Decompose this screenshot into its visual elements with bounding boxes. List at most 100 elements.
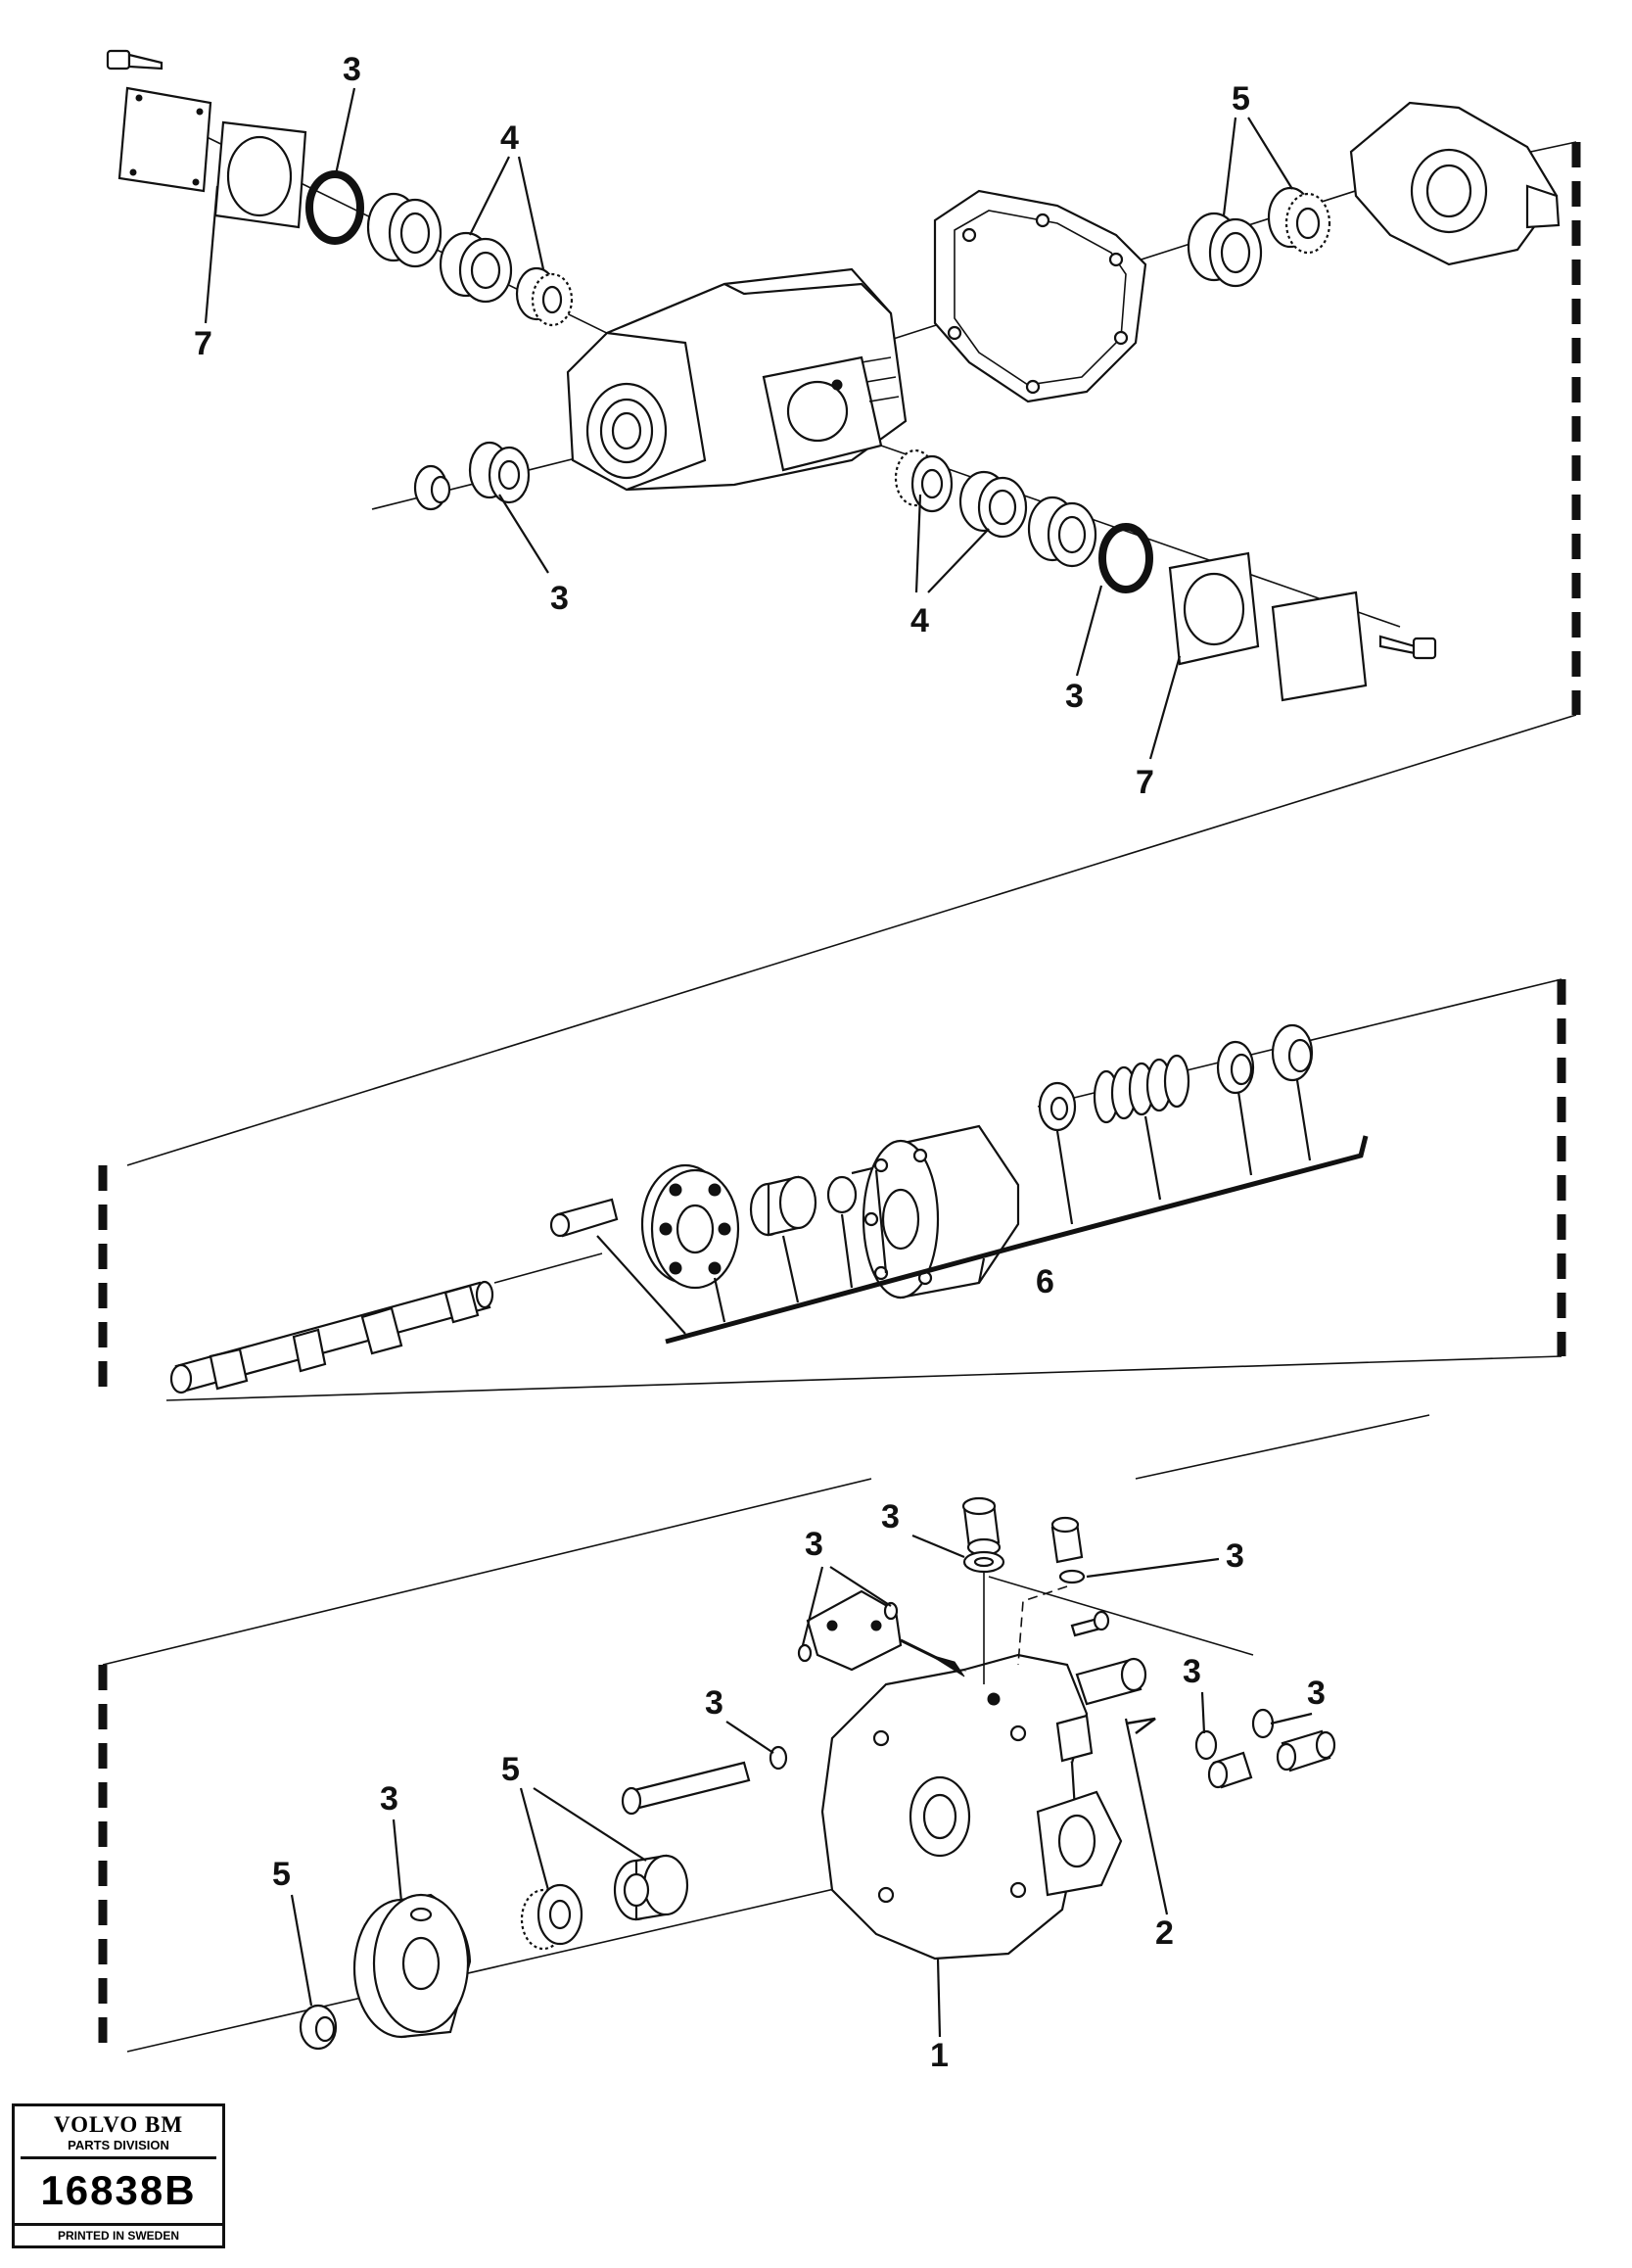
thrust-plate-3 <box>352 1893 472 2039</box>
callout-3: 3 <box>343 51 361 88</box>
leader-top-5b <box>1247 117 1293 190</box>
tick-6b <box>713 1277 726 1323</box>
callout-3: 3 <box>1307 1675 1326 1712</box>
o-ring-left <box>305 170 364 245</box>
spring <box>1093 1054 1190 1124</box>
o-ring-right-b <box>1251 1708 1275 1739</box>
leader-top-7-left <box>204 185 219 324</box>
bearing-cup-lower-right <box>1027 496 1097 568</box>
callout-3: 3 <box>705 1684 723 1722</box>
tick-6h <box>1143 1115 1162 1201</box>
bolt-top-left <box>106 49 163 71</box>
assembly-arrow-shaft <box>900 1638 956 1669</box>
callout-7: 7 <box>194 325 212 362</box>
drawing-number: 16838B <box>40 2167 197 2213</box>
leader-bot-5b <box>533 1787 647 1862</box>
callout-2: 2 <box>1155 1914 1174 1952</box>
end-cap-top-right <box>1349 101 1561 266</box>
plug-right-b <box>1276 1729 1336 1772</box>
bearing-lower-left <box>468 441 531 504</box>
o-ring-pin <box>769 1745 788 1771</box>
washer-plug-right <box>1058 1569 1086 1584</box>
plug-top <box>961 1496 1002 1557</box>
callout-5: 5 <box>501 1751 520 1788</box>
leader-top-4a <box>469 156 510 236</box>
bearing-race-4-lower <box>958 470 1028 539</box>
tick-6i <box>1236 1091 1253 1176</box>
end-cover-assembly: 3 3 3 3 3 3 3 5 5 2 1 <box>98 1414 1430 2074</box>
tick-6e <box>874 1169 888 1274</box>
axis-line-mid-shaft <box>493 1252 603 1284</box>
leader-bot-3e <box>1200 1691 1206 1734</box>
screw-small <box>1070 1610 1110 1637</box>
housing-gasket-large <box>933 189 1147 403</box>
bearing-cup-left <box>366 192 443 268</box>
leader-bot-5a <box>519 1787 550 1891</box>
leader-top-3-lower <box>498 494 549 574</box>
top-assembly: 3 4 5 7 3 4 3 7 <box>106 49 1581 1166</box>
tick-6c <box>781 1235 800 1303</box>
washer <box>1038 1081 1077 1132</box>
callout-5: 5 <box>272 1856 291 1893</box>
stamp-brand: VOLVO BM <box>53 2112 184 2137</box>
callout-1: 1 <box>930 2037 949 2074</box>
leader-top-3 <box>334 87 356 175</box>
leader-bot-1 <box>936 1958 942 2038</box>
o-ring-right-a <box>1194 1729 1218 1761</box>
tick-6a <box>596 1235 686 1335</box>
callout-3: 3 <box>380 1780 398 1818</box>
roller-bearing-4-lower <box>894 449 954 513</box>
axis-line-bot-top <box>1135 1414 1430 1480</box>
callout-6: 6 <box>1036 1263 1054 1300</box>
drawing-stamp: VOLVO BM PARTS DIVISION 16838B PRINTED I… <box>12 2103 225 2248</box>
roller-bearing-bot <box>520 1883 583 1951</box>
leader-bot-3f <box>1270 1712 1313 1725</box>
leader-top-7-right <box>1148 655 1182 760</box>
group-bracket <box>665 1135 1369 1345</box>
tick-6d <box>840 1213 854 1289</box>
port-plate <box>640 1163 740 1290</box>
leader-bot-3a2 <box>829 1566 892 1607</box>
bearing-cup-5 <box>1187 212 1263 288</box>
leader-bot-3c <box>1086 1557 1220 1579</box>
plug-right-top <box>1050 1516 1084 1564</box>
callout-3: 3 <box>1183 1653 1201 1690</box>
tick-6g <box>1055 1130 1074 1225</box>
tick-6f <box>977 1257 986 1284</box>
end-cover <box>820 1653 1123 1961</box>
leader-bot-5-left <box>290 1894 313 2007</box>
leader-bot-2 <box>1124 1718 1169 1915</box>
plug-right-a <box>1207 1751 1253 1789</box>
leader-bot-3g <box>392 1819 403 1903</box>
roller-bearing-5 <box>1267 186 1331 255</box>
valve-spool <box>1075 1657 1156 1734</box>
pump-housing <box>566 267 908 492</box>
printed-in: PRINTED IN SWEDEN <box>15 2223 222 2245</box>
cover-plate-left <box>117 86 212 193</box>
cover-plate-right <box>1271 591 1368 702</box>
leader-top-4d <box>927 528 990 593</box>
leader-bot-3b <box>911 1534 965 1559</box>
section-link-line <box>126 714 1577 1166</box>
callout-3: 3 <box>550 580 569 617</box>
bracket-plate <box>797 1589 903 1672</box>
bolt-top-right <box>1378 635 1437 660</box>
callout-3: 3 <box>1065 678 1084 715</box>
callout-4: 4 <box>500 119 519 157</box>
leader-bot-3a1 <box>801 1566 824 1646</box>
bearing-cup-bot <box>613 1854 689 1921</box>
callout-4: 4 <box>910 602 929 639</box>
spacer-ring <box>1216 1040 1255 1095</box>
drive-shaft <box>169 1280 494 1394</box>
pin-left <box>621 1761 751 1816</box>
leader-top-5a <box>1222 117 1237 216</box>
end-ring <box>1271 1023 1314 1082</box>
seal-lower-left <box>413 464 451 511</box>
seal-ring-5 <box>299 2004 338 2051</box>
leader-top-3-right <box>1075 585 1103 677</box>
callout-3: 3 <box>881 1498 900 1536</box>
axis-line-bot-left <box>102 1478 872 1666</box>
callout-5: 5 <box>1232 80 1250 118</box>
axis-line-bot-right <box>988 1576 1254 1656</box>
